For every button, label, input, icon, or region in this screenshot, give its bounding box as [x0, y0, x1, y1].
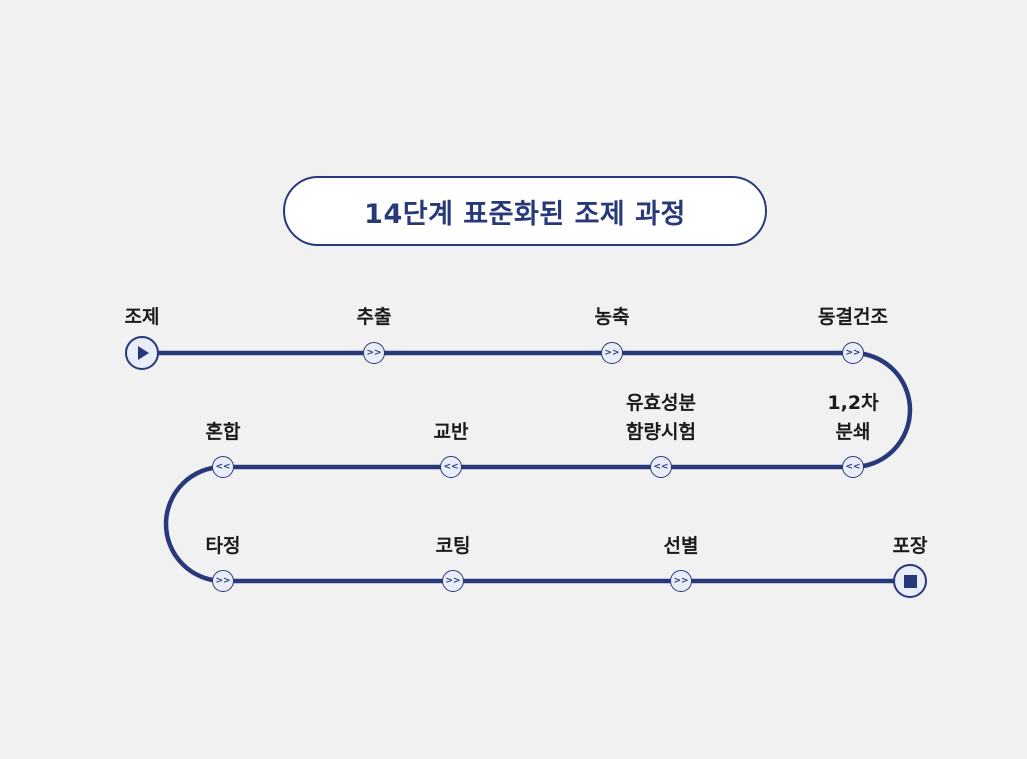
step-label-8: 1,2차 분쇄	[827, 392, 879, 443]
play-icon	[138, 346, 149, 360]
stop-icon	[903, 574, 917, 588]
step-label-5: 혼합	[205, 421, 241, 443]
forward-arrow-icon: >>	[842, 342, 864, 364]
title-pill: 14단계 표준화된 조제 과정	[283, 176, 767, 246]
step-label-12: 포장	[892, 535, 928, 557]
step-label-6: 교반	[433, 421, 469, 443]
backward-arrow-icon: <<	[842, 456, 864, 478]
step-label-7: 유효성분 함량시험	[626, 392, 696, 443]
track-line	[139, 350, 913, 584]
forward-arrow-icon: >>	[212, 570, 234, 592]
forward-arrow-icon: >>	[670, 570, 692, 592]
end-stop-icon	[893, 564, 927, 598]
diagram-title: 14단계 표준화된 조제 과정	[364, 198, 686, 230]
start-play-icon	[125, 336, 159, 370]
step-label-9: 타정	[205, 535, 241, 557]
forward-arrow-icon: >>	[442, 570, 464, 592]
step-label-3: 농축	[594, 306, 630, 328]
backward-arrow-icon: <<	[440, 456, 462, 478]
forward-arrow-icon: >>	[601, 342, 623, 364]
step-label-1: 조제	[124, 306, 160, 328]
step-label-11: 선별	[663, 535, 699, 557]
step-label-2: 추출	[356, 306, 392, 328]
step-label-10: 코팅	[435, 535, 471, 557]
step-label-4: 동결건조	[818, 306, 888, 328]
forward-arrow-icon: >>	[363, 342, 385, 364]
backward-arrow-icon: <<	[650, 456, 672, 478]
backward-arrow-icon: <<	[212, 456, 234, 478]
